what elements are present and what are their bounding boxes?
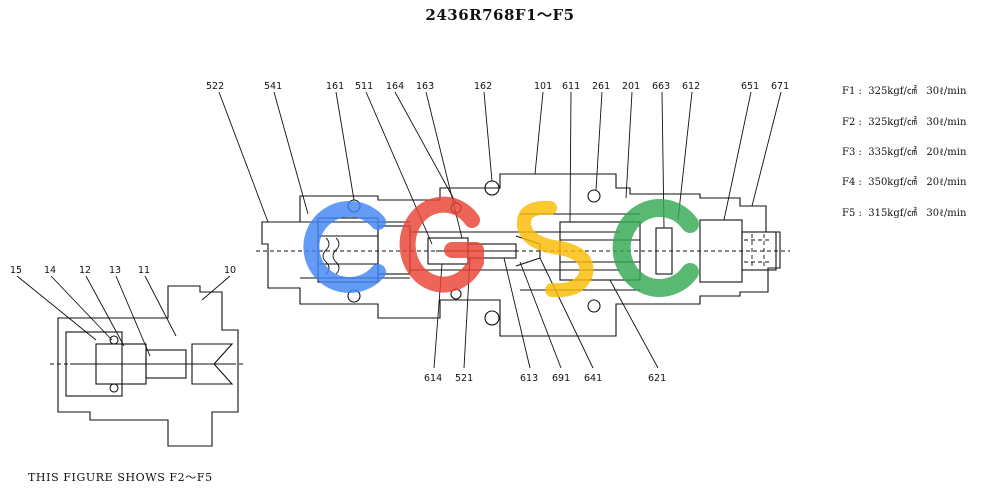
main-valve-body bbox=[256, 173, 790, 337]
callout-621: 621 bbox=[648, 373, 666, 384]
callout-162: 162 bbox=[474, 81, 492, 92]
callout-11: 11 bbox=[138, 265, 150, 276]
drawing-title: 2436R768F1～F5 bbox=[425, 6, 575, 24]
secondary-valve-body bbox=[50, 285, 244, 447]
callout-691: 691 bbox=[552, 373, 570, 384]
spec-model: F1 bbox=[842, 86, 856, 97]
callout-13: 13 bbox=[109, 265, 121, 276]
spec-model: F4 bbox=[842, 177, 856, 188]
spec-row-f2: F2 : 325kgf/㎠ 30ℓ/min bbox=[842, 117, 967, 128]
watermark-letter-g-red bbox=[399, 196, 484, 293]
spec-pressure: 325kgf/㎠ bbox=[868, 86, 917, 97]
watermark-letter-c-blue bbox=[303, 201, 386, 293]
callout-521: 521 bbox=[455, 373, 473, 384]
figure-caption: THIS FIGURE SHOWS F2～F5 bbox=[28, 471, 213, 484]
callout-613: 613 bbox=[520, 373, 538, 384]
spec-flow: 30ℓ/min bbox=[926, 86, 967, 97]
spec-pressure: 335kgf/㎠ bbox=[868, 147, 917, 158]
callout-161: 161 bbox=[326, 81, 344, 92]
spec-pressure: 325kgf/㎠ bbox=[868, 117, 917, 128]
spec-model: F3 bbox=[842, 147, 856, 158]
callout-671: 671 bbox=[771, 81, 789, 92]
callout-15: 15 bbox=[10, 265, 22, 276]
leader-lines bbox=[16, 91, 782, 369]
callouts-left: 15 14 12 13 11 10 bbox=[10, 265, 236, 276]
callout-10: 10 bbox=[224, 265, 236, 276]
callout-641: 641 bbox=[584, 373, 602, 384]
spec-flow: 20ℓ/min bbox=[926, 177, 967, 188]
spec-model: F5 bbox=[842, 208, 856, 219]
callout-522: 522 bbox=[206, 81, 224, 92]
callouts-bottom: 614 521 613 691 641 621 bbox=[424, 373, 666, 384]
spec-row-f1: F1 : 325kgf/㎠ 30ℓ/min bbox=[842, 86, 967, 97]
callout-14: 14 bbox=[44, 265, 56, 276]
callout-261: 261 bbox=[592, 81, 610, 92]
callout-163: 163 bbox=[416, 81, 434, 92]
callout-614: 614 bbox=[424, 373, 442, 384]
callout-651: 651 bbox=[741, 81, 759, 92]
spec-row-f3: F3 : 335kgf/㎠ 20ℓ/min bbox=[842, 147, 967, 158]
callout-201: 201 bbox=[622, 81, 640, 92]
watermark-logo bbox=[303, 196, 699, 298]
spec-flow: 30ℓ/min bbox=[926, 117, 967, 128]
callout-663: 663 bbox=[652, 81, 670, 92]
spec-pressure: 315kgf/㎠ bbox=[868, 208, 917, 219]
callouts-top: 522 541 161 511 164 163 162 101 611 261 … bbox=[206, 81, 789, 92]
callout-612: 612 bbox=[682, 81, 700, 92]
callout-611: 611 bbox=[562, 81, 580, 92]
callout-101: 101 bbox=[534, 81, 552, 92]
spec-model: F2 bbox=[842, 117, 856, 128]
callout-164: 164 bbox=[386, 81, 404, 92]
callout-541: 541 bbox=[264, 81, 282, 92]
spec-flow: 30ℓ/min bbox=[926, 208, 967, 219]
spec-pressure: 350kgf/㎠ bbox=[868, 177, 917, 188]
watermark-letter-s-yellow bbox=[516, 200, 594, 298]
watermark-letter-c-green bbox=[612, 199, 699, 297]
callout-511: 511 bbox=[355, 81, 373, 92]
spec-row-f5: F5 : 315kgf/㎠ 30ℓ/min bbox=[842, 208, 967, 219]
spec-row-f4: F4 : 350kgf/㎠ 20ℓ/min bbox=[842, 177, 967, 188]
spec-flow: 20ℓ/min bbox=[926, 147, 967, 158]
callout-12: 12 bbox=[79, 265, 91, 276]
